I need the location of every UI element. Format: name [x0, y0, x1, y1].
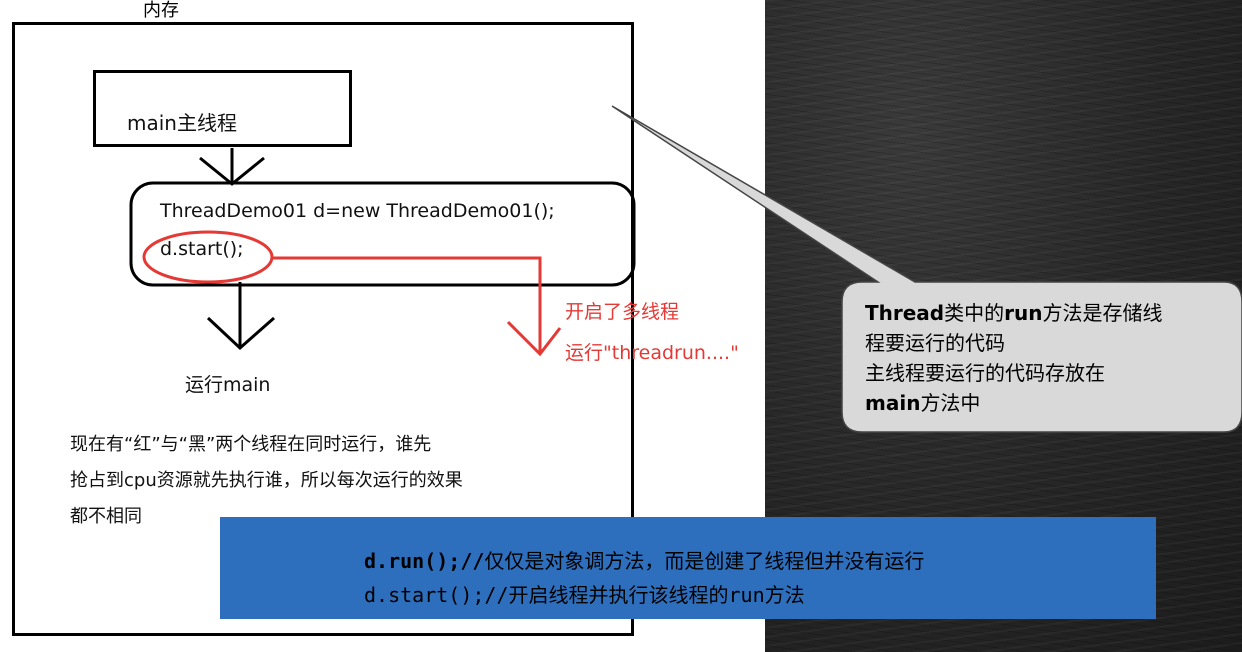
- memory-label: 内存: [143, 0, 179, 21]
- blue-note-line1: d.run();//仅仅是对象调方法，而是创建了线程但并没有运行: [364, 545, 924, 574]
- blue-note-run-text: 仅仅是对象调方法，而是创建了线程但并没有运行: [484, 549, 925, 573]
- blue-note-start-end: 方法: [764, 583, 805, 607]
- blue-note-line2: d.start();//开启线程并执行该线程的run方法: [364, 579, 805, 608]
- callout-thread-word: Thread: [865, 301, 945, 325]
- red-note-multithread: 开启了多线程: [565, 301, 680, 323]
- callout-main-word: main: [865, 391, 921, 415]
- blue-note-run-word: run: [728, 583, 765, 607]
- red-arrow: [272, 256, 542, 352]
- callout-line3: 主线程要运行的代码存放在: [865, 361, 1105, 385]
- memory-box: [12, 22, 634, 636]
- blue-note-start-text: 开启线程并执行该线程的: [508, 583, 729, 607]
- description-line1: 现在有“红”与“黑”两个线程在同时运行，谁先: [70, 434, 432, 455]
- code-line-create: ThreadDemo01 d=new ThreadDemo01();: [160, 200, 555, 222]
- main-thread-box: [93, 70, 352, 147]
- code-line-start: d.start();: [160, 238, 244, 260]
- run-main-label: 运行main: [185, 374, 271, 396]
- blue-note-box: [220, 517, 1156, 619]
- callout-line4: 方法中: [920, 391, 981, 415]
- callout-text-b: 方法是存储线: [1042, 301, 1163, 325]
- description-text: 现在有“红”与“黑”两个线程在同时运行，谁先 抢占到cpu资源就先执行谁，所以每…: [70, 427, 590, 535]
- blue-note-start-code: d.start();//: [364, 583, 509, 607]
- blue-note-run-code: d.run();//: [364, 549, 485, 573]
- callout-text-a: 类中的: [944, 301, 1005, 325]
- code-box: [129, 181, 636, 287]
- callout-text: Thread类中的run方法是存储线 程要运行的代码 主线程要运行的代码存放在 …: [865, 298, 1225, 418]
- callout-bubble: [611, 105, 1242, 433]
- callout-run-word: run: [1004, 301, 1043, 325]
- description-line3: 都不相同: [70, 506, 142, 527]
- main-thread-label: main主线程: [127, 111, 237, 135]
- callout-line2: 程要运行的代码: [865, 331, 1005, 355]
- red-note-threadrun: 运行"threadrun....": [565, 342, 739, 364]
- description-line2: 抢占到cpu资源就先执行谁，所以每次运行的效果: [70, 470, 463, 491]
